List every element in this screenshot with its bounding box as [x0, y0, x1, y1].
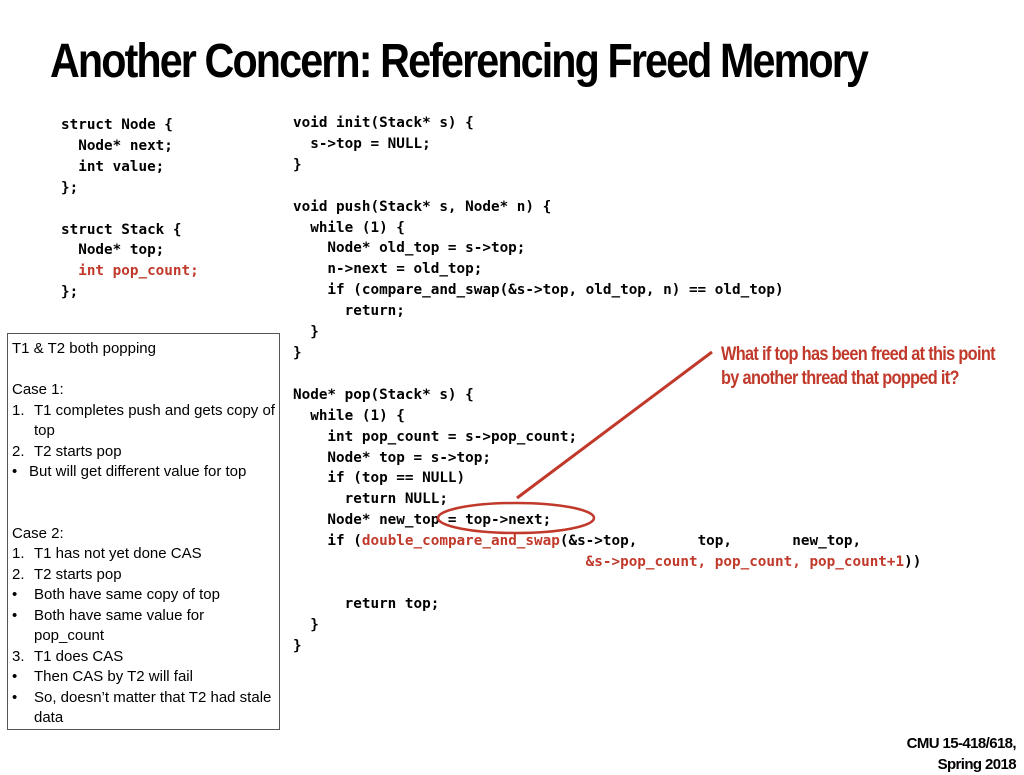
list-marker: • — [12, 606, 18, 624]
code-line: Node* old_top = s->top; — [293, 240, 526, 257]
code-line: }; — [61, 179, 79, 196]
code-line: s->top = NULL; — [293, 135, 431, 152]
code-line: Node* new_top = top->next; — [293, 512, 552, 529]
list-item: 1. T1 completes push and gets copy of top — [12, 401, 275, 442]
cases-header: T1 & T2 both popping — [12, 340, 156, 357]
list-text: Both have same value for pop_count — [34, 606, 205, 645]
footer-line: CMU 15-418/618, — [906, 735, 1017, 752]
code-line: } — [293, 324, 319, 341]
code-line: while (1) { — [293, 407, 405, 424]
list-marker: • — [12, 688, 18, 706]
code-line: } — [293, 637, 302, 654]
slide-title: Another Concern: Referencing Freed Memor… — [50, 35, 869, 88]
list-item: • So, doesn’t matter that T2 had stale da… — [12, 688, 275, 729]
code-line: struct Stack { — [61, 221, 182, 238]
list-marker: 2. — [12, 565, 25, 583]
list-text: T1 has not yet done CAS — [34, 545, 202, 562]
dcas-pop-count-args: &s->pop_count, pop_count, pop_count+1 — [585, 554, 905, 571]
code-line: void init(Stack* s) { — [293, 115, 474, 131]
stack-functions-code: void init(Stack* s) { s->top = NULL; } v… — [293, 113, 921, 657]
code-line: Node* next; — [61, 137, 173, 154]
pop-count-field-highlight: int pop_count; — [61, 263, 199, 280]
code-line: )) — [904, 554, 922, 571]
list-text: T1 completes push and gets copy of top — [34, 401, 275, 440]
list-item: 3. T1 does CAS — [12, 647, 275, 668]
list-marker: 3. — [12, 647, 25, 665]
code-line: Node* pop(Stack* s) { — [293, 386, 474, 403]
list-item: • Both have same value for pop_count — [12, 606, 275, 647]
code-line: return; — [293, 303, 405, 320]
code-line: int value; — [61, 158, 165, 175]
code-line: if (top == NULL) — [293, 470, 466, 487]
code-line: Node* top = s->top; — [293, 449, 491, 466]
annotation-line: What if top has been freed at this point — [721, 344, 996, 365]
code-line: Node* top; — [61, 242, 165, 259]
list-item: • Then CAS by T2 will fail — [12, 667, 275, 688]
list-marker: 1. — [12, 401, 25, 419]
list-marker: • — [12, 668, 18, 685]
code-line: (&s->top, top, new_top, — [559, 533, 862, 550]
list-text: Both have same copy of top — [34, 586, 220, 603]
code-line: int pop_count = s->pop_count; — [293, 428, 578, 445]
list-item: 2. T2 starts pop — [12, 565, 275, 586]
list-marker: • — [12, 586, 18, 603]
list-text: T1 does CAS — [34, 647, 124, 665]
cases-textbox: T1 & T2 both popping Case 1: 1. T1 comple… — [7, 333, 280, 730]
case2-title: Case 2: — [12, 524, 64, 542]
code-line: if ( — [293, 533, 362, 550]
annotation-line: by another thread that popped it? — [721, 368, 960, 389]
list-item: • Both have same copy of top — [12, 585, 275, 606]
dcas-function-name: double_compare_and_swap — [361, 533, 560, 550]
code-line: n->next = old_top; — [293, 261, 483, 278]
freed-memory-annotation: What if top has been freed at this point… — [721, 343, 996, 391]
list-marker: 2. — [12, 442, 25, 460]
code-line: return NULL; — [293, 491, 448, 508]
list-item: 1. T1 has not yet done CAS — [12, 544, 275, 565]
code-line: } — [293, 616, 319, 633]
struct-definitions-code: struct Node { Node* next; int value; }; … — [61, 115, 199, 303]
code-line: } — [293, 344, 302, 361]
callout-arrow — [516, 350, 713, 500]
code-line: void push(Stack* s, Node* n) { — [293, 198, 552, 215]
list-text: T2 starts pop — [34, 565, 122, 583]
case1-title: Case 1: — [12, 381, 64, 398]
list-text: Then CAS by T2 will fail — [34, 668, 193, 685]
course-footer: CMU 15-418/618, Spring 2018 — [906, 733, 1017, 775]
code-line: }; — [61, 284, 79, 301]
list-marker: 1. — [12, 545, 25, 562]
list-marker: • — [12, 463, 18, 480]
code-line: struct Node { — [61, 117, 173, 133]
footer-line: Spring 2018 — [937, 756, 1017, 773]
list-item: • But will get different value for top — [12, 462, 275, 483]
list-item: 2. T2 starts pop — [12, 442, 275, 463]
code-line: return top; — [293, 595, 440, 612]
list-text: T2 starts pop — [34, 442, 122, 460]
list-text: So, doesn’t matter that T2 had stale dat… — [34, 688, 272, 727]
code-line: } — [293, 156, 302, 173]
code-line: while (1) { — [293, 219, 405, 236]
list-text: But will get different value for top — [29, 463, 247, 480]
callout-ellipse — [436, 501, 596, 535]
code-line: if (compare_and_swap(&s->top, old_top, n… — [293, 282, 784, 299]
